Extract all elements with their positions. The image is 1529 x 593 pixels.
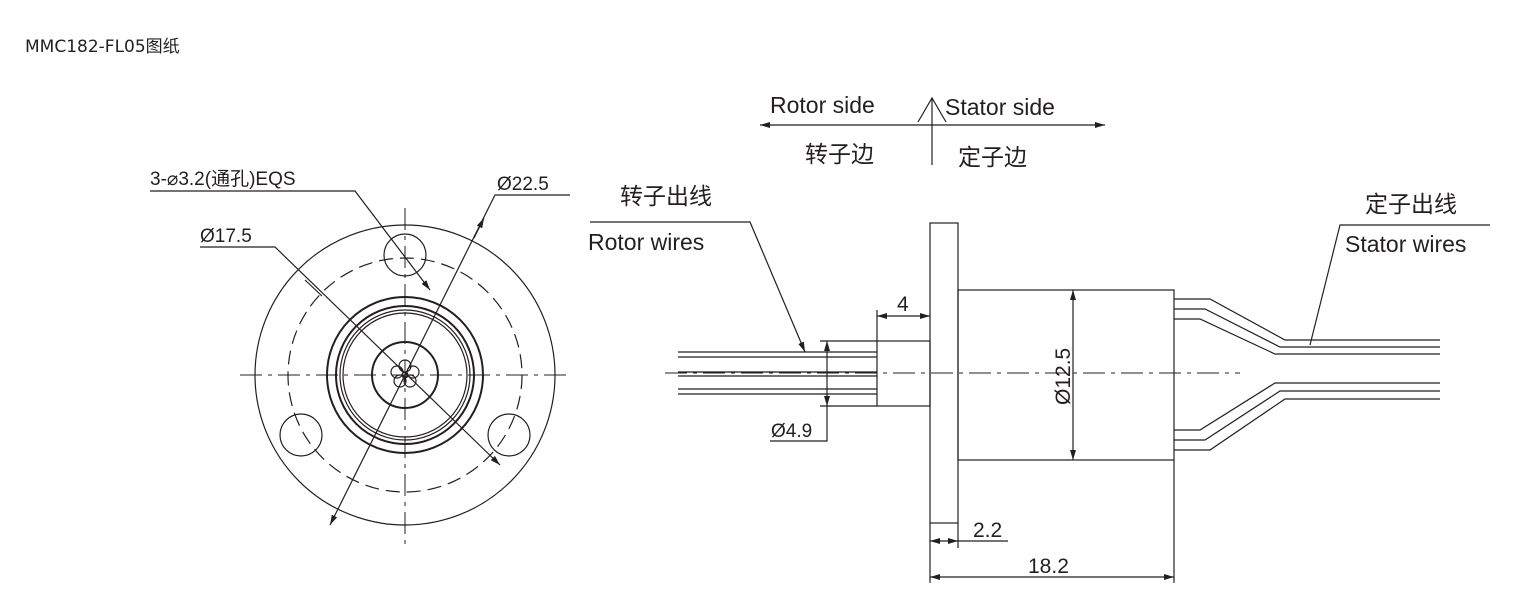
stator-wires [1174,298,1440,451]
pcd-dimension: Ø17.5 [200,226,252,247]
drawing-title: MMC182-FL05图纸 [25,37,180,57]
rotor-wires [678,351,877,395]
wire-bundle [390,359,420,388]
flange-outline [254,224,556,526]
outer-dia-leader [329,194,570,526]
hole-spec-label: 3-⌀3.2(通孔)EQS [150,168,296,190]
mounting-hole [279,413,323,457]
rotor-hub [371,341,439,409]
mounting-hole [383,233,427,277]
front-view: 3-⌀3.2(通孔)EQS Ø17.5 Ø22.5 [150,168,570,545]
stator-wires-label: Stator wires [1345,231,1466,257]
body-ring [335,305,475,445]
total-length-dimension: 18.2 [1028,555,1069,578]
stator-side-label: Stator side [945,94,1055,120]
body-ring [339,309,471,441]
rotor-side-label: Rotor side [770,92,875,118]
rotor-side-cn-label: 转子边 [805,142,874,168]
hole-leader [150,190,431,291]
pitch-circle [287,257,523,493]
pcd-leader [200,246,501,466]
stator-side-cn-label: 定子边 [958,145,1027,171]
stator-wires-cn-label: 定子出线 [1365,192,1457,218]
shaft-length-dimension: 4 [897,293,909,316]
body-ring [342,312,468,438]
rotor-wires-label: Rotor wires [588,229,704,255]
stator-wires-leader [1309,224,1490,346]
flange-thickness-dimension: 2.2 [973,519,1002,542]
rotor-wires-leader [590,221,806,353]
body-diameter-dimension: Ø12.5 [1052,348,1075,405]
body-ring [326,296,484,454]
shaft-diameter-dimension: Ø4.9 [771,421,812,442]
stator-body [957,289,1175,461]
mounting-hole [487,413,531,457]
rotor-wires-cn-label: 转子出线 [620,184,712,210]
outer-diameter-dimension: Ø22.5 [497,174,549,195]
side-view: Rotor side Stator side 转子边 定子边 转子出线 Roto… [588,92,1490,583]
